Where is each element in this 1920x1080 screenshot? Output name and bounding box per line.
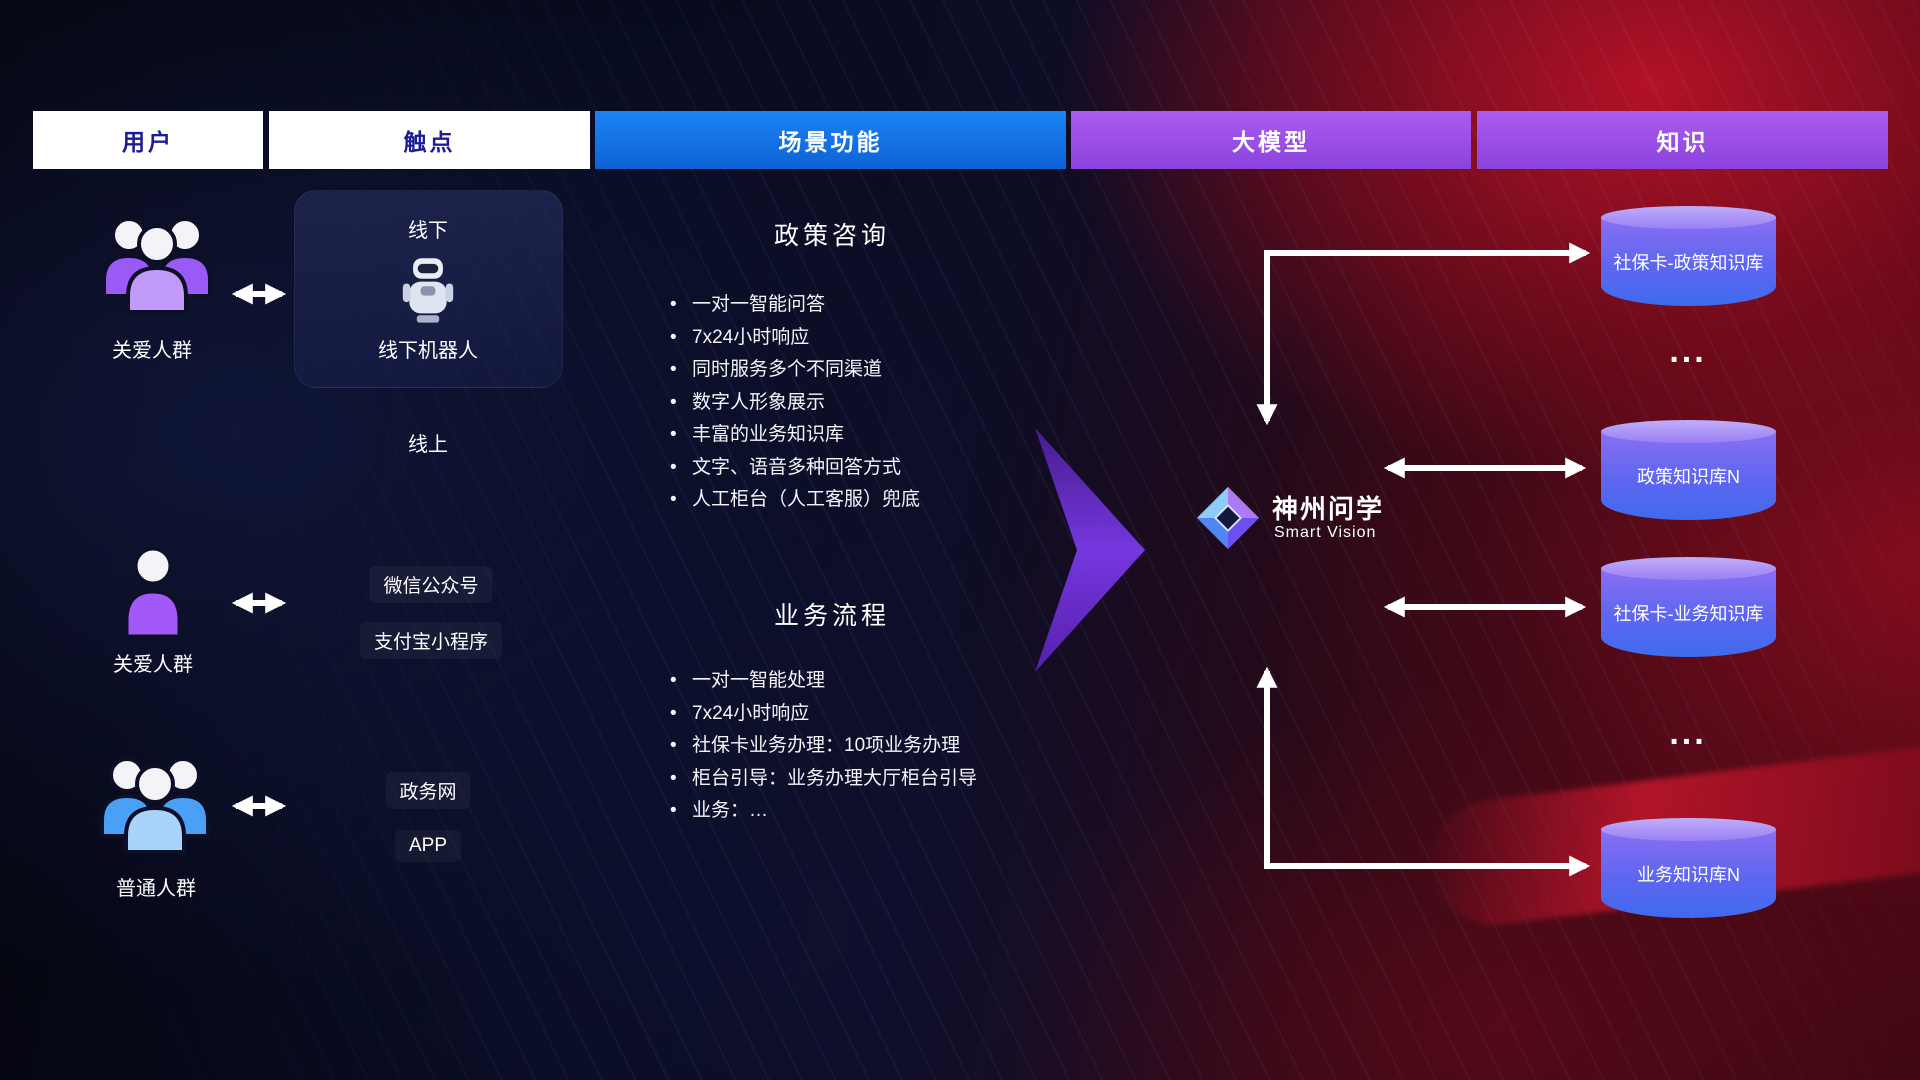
flow-arrow-icon (1035, 428, 1145, 672)
header-knowledge: 知识 (1477, 111, 1888, 169)
channel-wechat: 微信公众号 (369, 566, 493, 603)
policy-item: 同时服务多个不同渠道 (668, 354, 1138, 387)
header-large-model: 大模型 (1071, 111, 1471, 169)
db-top (1601, 420, 1776, 443)
care-group-icon (102, 217, 212, 314)
policy-consult-title: 政策咨询 (773, 222, 891, 250)
offline-robot-label: 线下机器人 (378, 340, 478, 362)
policy-item: 丰富的业务知识库 (668, 419, 1138, 452)
policy-consult-list: 一对一智能问答 7x24小时响应 同时服务多个不同渠道 数字人形象展示 丰富的业… (668, 289, 1138, 517)
kb-label: 社保卡-业务知识库 (1613, 604, 1764, 625)
header-users: 用户 (33, 111, 263, 169)
header-touchpoints: 触点 (269, 111, 590, 169)
kb-policy-shebao: 社保卡-政策知识库 (1601, 206, 1776, 306)
care-group-label-2: 关爱人群 (113, 654, 193, 676)
channel-app: APP (394, 830, 462, 862)
channel-gov-web: 政务网 (385, 772, 471, 809)
kb-label: 政策知识库N (1637, 467, 1740, 488)
db-body (1601, 829, 1776, 918)
kb-ellipsis-bottom: ... (1669, 714, 1707, 752)
kb-label: 社保卡-政策知识库 (1613, 253, 1764, 274)
header-knowledge-label: 知识 (1656, 129, 1709, 155)
model-subtitle: Smart Vision (1274, 524, 1377, 541)
header-large-model-label: 大模型 (1232, 129, 1310, 155)
robot-icon (402, 258, 454, 323)
business-item: 柜台引导：业务办理大厅柜台引导 (668, 763, 1138, 796)
db-top (1601, 557, 1776, 580)
header-scene-functions-label: 场景功能 (778, 129, 883, 155)
business-process-title: 业务流程 (773, 602, 891, 630)
care-group-label-1: 关爱人群 (112, 340, 192, 362)
db-body (1601, 217, 1776, 306)
online-title: 线上 (408, 434, 448, 456)
offline-title: 线下 (408, 220, 448, 242)
kb-policy-n: 政策知识库N (1601, 420, 1776, 520)
business-item: 社保卡业务办理：10项业务办理 (668, 730, 1138, 763)
policy-item: 7x24小时响应 (668, 322, 1138, 355)
kb-label: 业务知识库N (1637, 865, 1740, 886)
channel-alipay: 支付宝小程序 (359, 622, 503, 659)
db-body (1601, 431, 1776, 520)
kb-business-shebao: 社保卡-业务知识库 (1601, 557, 1776, 657)
business-process-list: 一对一智能处理 7x24小时响应 社保卡业务办理：10项业务办理 柜台引导：业务… (668, 665, 1138, 828)
header-users-label: 用户 (122, 129, 174, 155)
header-scene-functions: 场景功能 (595, 111, 1066, 169)
header-touchpoints-label: 触点 (403, 129, 456, 155)
policy-item: 数字人形象展示 (668, 387, 1138, 420)
policy-item: 人工柜台（人工客服）兜底 (668, 484, 1138, 517)
general-group-label: 普通人群 (116, 878, 196, 900)
model-name: 神州问学 (1272, 494, 1385, 524)
db-body (1601, 568, 1776, 657)
policy-item: 文字、语音多种回答方式 (668, 452, 1138, 485)
policy-item: 一对一智能问答 (668, 289, 1138, 322)
db-top (1601, 206, 1776, 229)
kb-ellipsis-top: ... (1669, 332, 1707, 370)
smart-vision-logo-icon (1196, 486, 1260, 550)
business-item: 7x24小时响应 (668, 698, 1138, 731)
kb-business-n: 业务知识库N (1601, 818, 1776, 918)
business-item: 一对一智能处理 (668, 665, 1138, 698)
db-top (1601, 818, 1776, 841)
care-person-icon (125, 547, 181, 638)
business-item: 业务：… (668, 795, 1138, 828)
general-group-icon (100, 757, 210, 854)
